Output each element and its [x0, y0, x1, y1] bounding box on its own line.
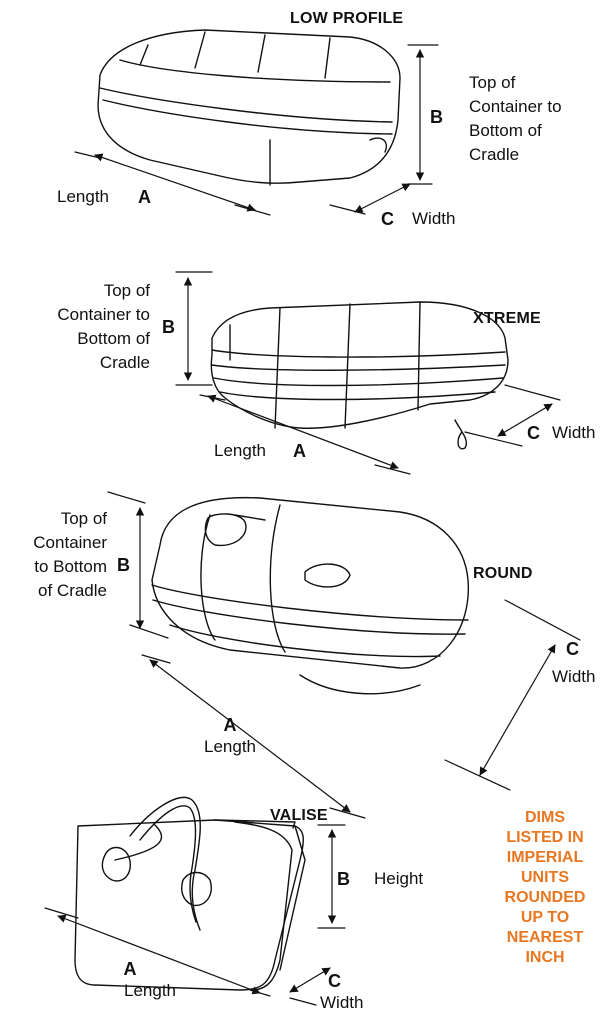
low-profile-b-desc-3: Bottom of — [469, 121, 542, 140]
valise-height-label: Height — [374, 869, 424, 888]
round-a-marker: A — [223, 715, 237, 735]
valise-length-label: Length — [124, 981, 176, 1000]
round-length-label: Length — [204, 737, 256, 756]
low-profile-b-desc-1: Top of — [469, 73, 516, 92]
xtreme-width-label: Width — [552, 423, 596, 442]
low-profile-b-desc-4: Cradle — [469, 145, 520, 164]
round-b-marker: B — [117, 555, 130, 575]
imperial-units-note: DIMS LISTED IN IMPERIAL UNITS ROUNDED UP… — [480, 808, 610, 968]
round-c-marker: C — [566, 639, 579, 659]
xtreme-b-desc-2: Container to — [57, 305, 150, 324]
round-b-desc-2: Container — [33, 533, 107, 552]
valise-c-marker: C — [328, 971, 341, 991]
valise-title: VALISE — [270, 807, 328, 824]
note-line-1: DIMS — [525, 809, 565, 826]
round-b-desc-4: of Cradle — [38, 581, 107, 600]
note-line-7: NEAREST — [506, 929, 584, 946]
low-profile-container-drawing — [97, 29, 401, 186]
xtreme-c-marker: C — [527, 423, 540, 443]
note-line-6: UP TO — [520, 909, 570, 926]
low-profile-width-label: Width — [412, 209, 456, 228]
xtreme-dimension-lines — [175, 271, 561, 475]
xtreme-b-desc-4: Cradle — [99, 353, 150, 372]
low-profile-length-label: Length — [57, 187, 109, 206]
round-b-desc-1: Top of — [60, 509, 107, 528]
low-profile-b-marker: B — [430, 107, 443, 127]
low-profile-c-marker: C — [381, 209, 394, 229]
xtreme-b-marker: B — [162, 317, 175, 337]
low-profile-title: LOW PROFILE — [290, 10, 404, 27]
xtreme-container-drawing — [210, 301, 509, 450]
note-line-8: INCH — [525, 949, 565, 966]
valise-a-marker: A — [123, 959, 137, 979]
note-line-4: UNITS — [521, 869, 569, 886]
note-line-5: ROUNDED — [504, 889, 586, 906]
note-line-2: LISTED IN — [506, 829, 584, 846]
valise-dimension-lines — [44, 824, 346, 1006]
round-container-drawing — [151, 496, 469, 695]
xtreme-a-marker: A — [293, 441, 306, 461]
valise-width-label: Width — [320, 993, 364, 1012]
xtreme-b-desc-1: Top of — [103, 281, 150, 300]
note-line-3: IMPERIAL — [506, 849, 584, 866]
round-width-label: Width — [552, 667, 596, 686]
xtreme-b-desc-3: Bottom of — [77, 329, 150, 348]
round-title: ROUND — [473, 565, 533, 582]
round-b-desc-3: to Bottom — [34, 557, 107, 576]
round-dimension-lines — [107, 491, 581, 819]
low-profile-b-desc-2: Container to — [469, 97, 562, 116]
xtreme-title: XTREME — [473, 310, 541, 327]
xtreme-length-label: Length — [214, 441, 266, 460]
low-profile-a-marker: A — [138, 187, 151, 207]
low-profile-dimension-lines — [74, 44, 439, 216]
valise-b-marker: B — [337, 869, 350, 889]
